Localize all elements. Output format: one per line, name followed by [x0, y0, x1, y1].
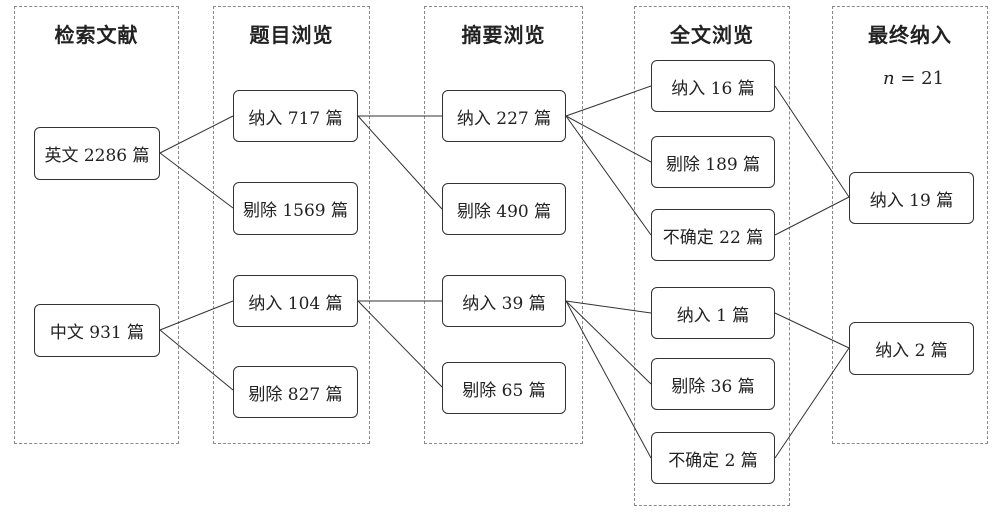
link-en-abs-include-to-full-exclude: [565, 115, 652, 163]
node-en-final: 纳入 19 篇: [849, 172, 974, 224]
node-english: 英文 2286 篇: [34, 127, 160, 180]
link-zh-full-include-to-final: [774, 312, 850, 349]
column-title-title-screen: 题目浏览: [249, 23, 334, 47]
column-fulltext-screen: 全文浏览: [634, 6, 790, 506]
link-en-abs-include-to-full-include: [565, 85, 652, 117]
node-en-full-exclude: 剔除 189 篇: [651, 136, 775, 188]
node-zh-title-include: 纳入 104 篇: [233, 275, 358, 327]
column-title-final: 最终纳入: [868, 23, 952, 47]
link-en-full-include-to-final: [774, 85, 850, 198]
node-en-full-include: 纳入 16 篇: [651, 60, 775, 112]
final-count-value: = 21: [900, 68, 945, 89]
node-en-title-include: 纳入 717 篇: [233, 90, 358, 142]
link-chinese-to-title-include: [159, 300, 234, 331]
link-zh-full-uncertain-to-final: [774, 347, 850, 459]
node-zh-final: 纳入 2 篇: [849, 322, 974, 375]
column-final: 最终纳入: [832, 6, 988, 444]
link-zh-abs-include-to-full-uncertain: [565, 300, 652, 459]
node-zh-full-exclude: 剔除 36 篇: [651, 358, 775, 410]
node-en-abs-exclude: 剔除 490 篇: [442, 183, 566, 235]
link-en-abs-include-to-full-uncertain: [565, 115, 652, 236]
node-zh-title-exclude: 剔除 827 篇: [233, 366, 358, 418]
node-zh-abs-include: 纳入 39 篇: [442, 275, 566, 327]
link-zh-abs-include-to-full-exclude: [565, 300, 652, 385]
final-count: n = 21: [883, 68, 944, 89]
column-title-abstract-screen: 摘要浏览: [461, 23, 546, 47]
link-zh-title-include-to-abs-exclude: [357, 300, 443, 388]
column-title-fulltext-screen: 全文浏览: [670, 23, 754, 47]
column-title-screen: 题目浏览: [213, 6, 370, 444]
link-chinese-to-title-exclude: [159, 329, 234, 391]
link-en-full-uncertain-to-final: [774, 196, 850, 236]
link-english-to-title-exclude: [159, 152, 234, 209]
node-en-title-exclude: 剔除 1569 篇: [233, 182, 358, 235]
link-zh-abs-include-to-full-include: [565, 300, 652, 314]
column-search: 检索文献: [14, 6, 179, 444]
link-en-title-include-to-abs-exclude: [357, 115, 443, 210]
node-en-abs-include: 纳入 227 篇: [442, 90, 566, 142]
node-zh-full-include: 纳入 1 篇: [651, 287, 775, 339]
node-en-full-uncertain: 不确定 22 篇: [651, 209, 775, 261]
node-chinese: 中文 931 篇: [34, 304, 160, 357]
column-title-search: 检索文献: [54, 23, 139, 47]
node-zh-abs-exclude: 剔除 65 篇: [442, 362, 566, 414]
final-count-variable: n: [883, 68, 895, 89]
column-abstract-screen: 摘要浏览: [424, 6, 583, 444]
link-english-to-title-include: [159, 115, 234, 154]
node-zh-full-uncertain: 不确定 2 篇: [651, 432, 775, 484]
